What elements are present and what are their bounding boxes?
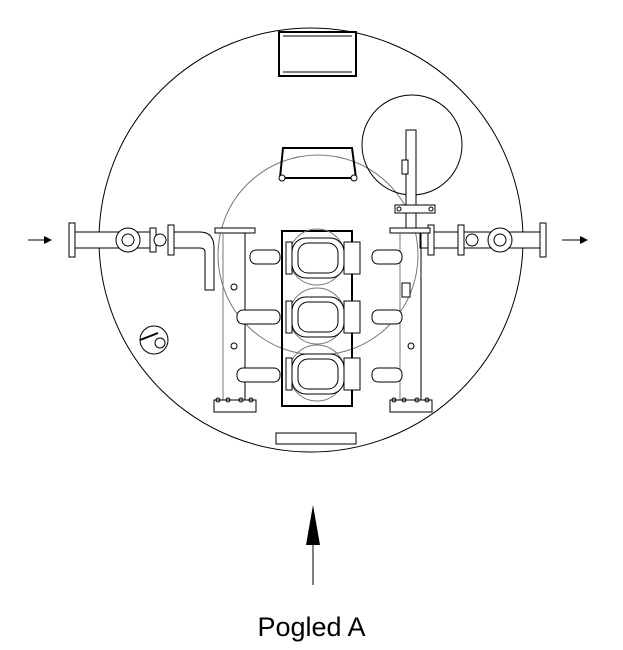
bottom-plate [275,432,357,445]
inlet-pipe [68,222,215,291]
pump-3 [236,344,403,402]
inlet-arrow-icon [28,236,52,244]
view-direction-arrow-icon [306,505,320,585]
right-manifold [389,227,433,413]
handle [278,147,358,182]
level-sensor-icon [139,325,169,355]
control-box [278,31,357,77]
pump-2 [236,287,403,345]
pump-1 [249,228,403,286]
outlet-pipe [394,129,547,258]
view-label: Pogled A [257,612,366,642]
outlet-arrow-icon [562,236,588,244]
